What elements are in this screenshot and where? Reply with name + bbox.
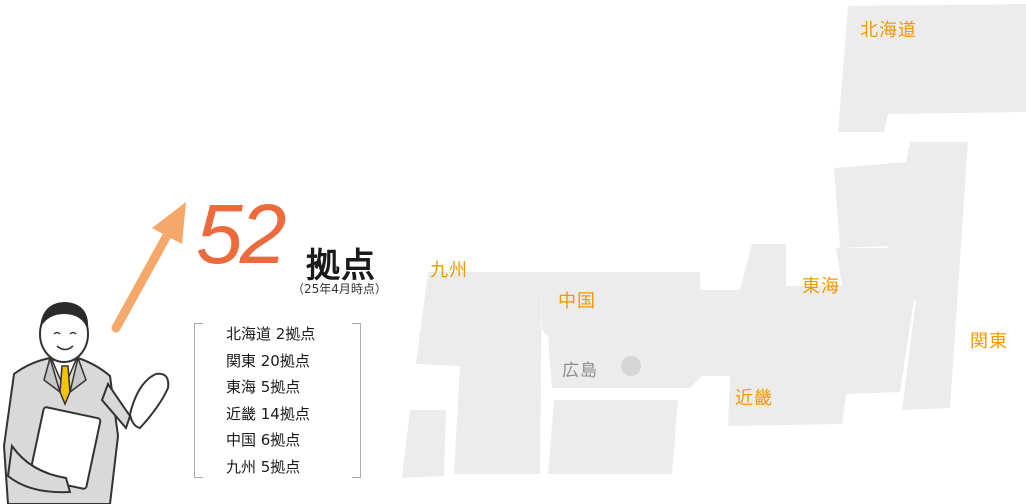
breakdown-item-chugoku: 中国 6拠点 (226, 431, 301, 449)
location-count: 52 (196, 187, 286, 281)
map-region-hokkaido (838, 4, 1026, 132)
region-label-chugoku: 中国 (558, 291, 596, 312)
location-count-unit: 拠点 (306, 246, 376, 286)
region-label-hokkaido: 北海道 (860, 20, 917, 41)
breakdown-item-hokkaido: 北海道 2拠点 (226, 325, 316, 343)
map-region-tohoku-kanto (834, 142, 968, 410)
region-label-kinki: 近畿 (735, 388, 773, 409)
region-label-kyushu: 九州 (430, 260, 468, 281)
breakdown-item-tokai: 東海 5拠点 (226, 378, 301, 396)
breakdown-bracket-left (194, 323, 203, 478)
region-label-tokai: 東海 (802, 276, 840, 297)
breakdown-item-kanto: 関東 20拠点 (226, 351, 310, 370)
businessman-illustration (2, 302, 170, 504)
map-region-chugoku (542, 272, 702, 388)
city-label-hiroshima: 広島 (562, 361, 598, 381)
map-region-central (700, 244, 914, 426)
region-label-kanto: 関東 (970, 331, 1008, 352)
city-marker-dot (621, 356, 641, 376)
map-region-shikoku (548, 400, 678, 474)
map-region-kyushu (416, 272, 542, 474)
breakdown-item-kinki: 近畿 14拠点 (226, 404, 310, 423)
breakdown-bracket-right (352, 323, 361, 478)
breakdown-item-kyushu: 九州 5拠点 (226, 457, 301, 476)
region-breakdown-list: 北海道 2拠点 関東 20拠点 東海 5拠点 近畿 14拠点 中国 6拠点 九州… (226, 321, 315, 480)
growth-arrow-icon (111, 202, 186, 333)
map-region-kyushu-south (402, 410, 446, 478)
as-of-note: （25年4月時点） (292, 282, 387, 296)
